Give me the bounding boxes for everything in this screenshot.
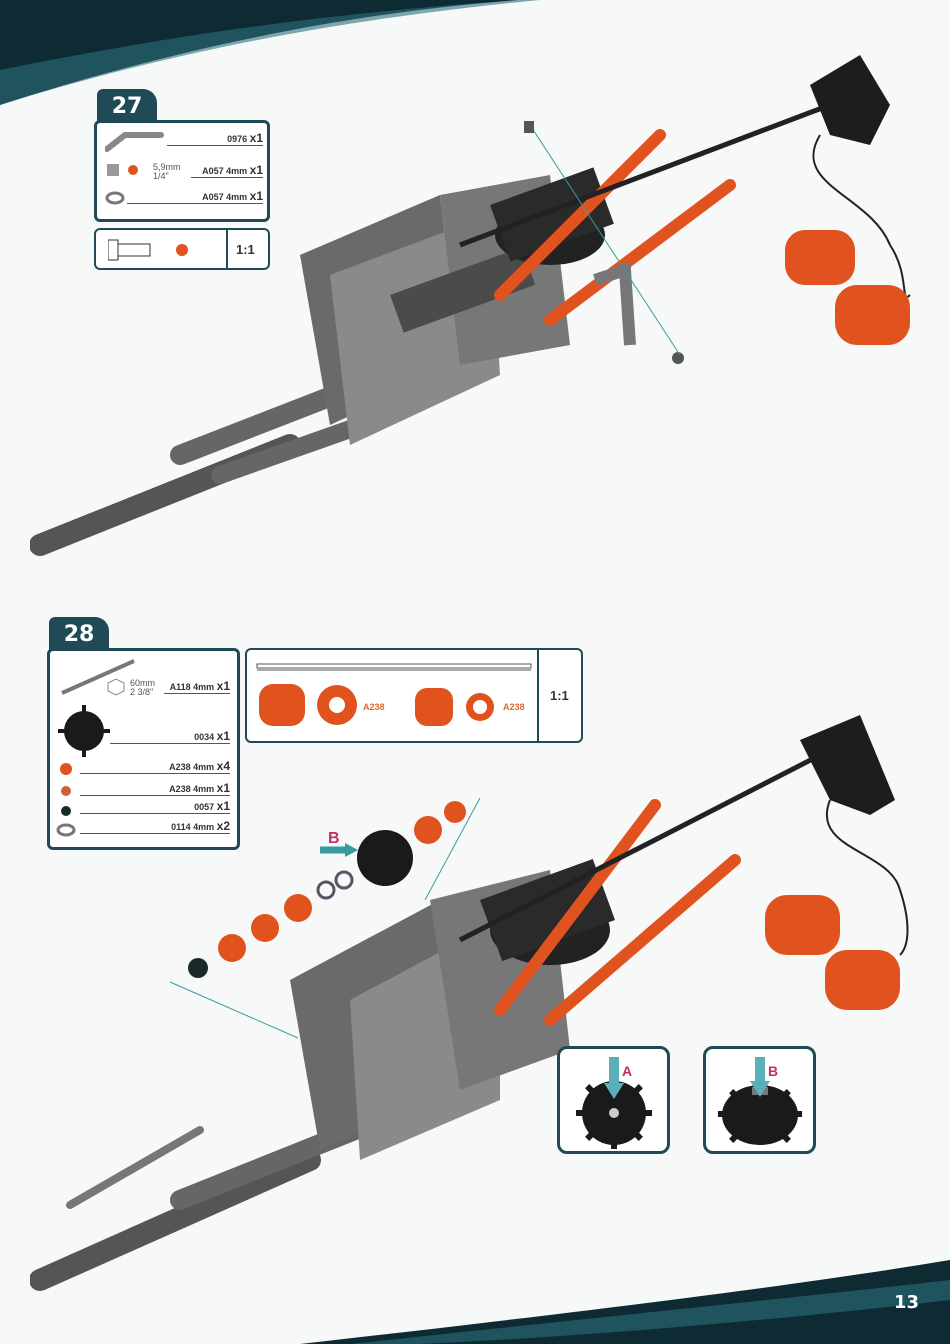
gear-detail-b bbox=[710, 1053, 810, 1149]
step-28-model-illustration bbox=[30, 700, 930, 1320]
callout-a-label: A bbox=[622, 1063, 632, 1079]
step-28-rod-sub: 2 3/8" bbox=[130, 688, 155, 697]
detail-panel-a: A bbox=[557, 1046, 670, 1154]
axle-rod-icon bbox=[58, 657, 138, 697]
callout-b-label: B bbox=[768, 1063, 778, 1079]
step-27-model-illustration bbox=[30, 45, 930, 565]
step-28-number: 28 bbox=[49, 617, 109, 651]
detail-panel-b: B bbox=[703, 1046, 816, 1154]
callout-b-arrow-label: B bbox=[328, 830, 340, 848]
step-28-part-1-code: A118 4mm bbox=[170, 682, 215, 692]
gear-detail-a bbox=[564, 1053, 664, 1149]
step-28-part-1-qty: x1 bbox=[217, 679, 230, 693]
